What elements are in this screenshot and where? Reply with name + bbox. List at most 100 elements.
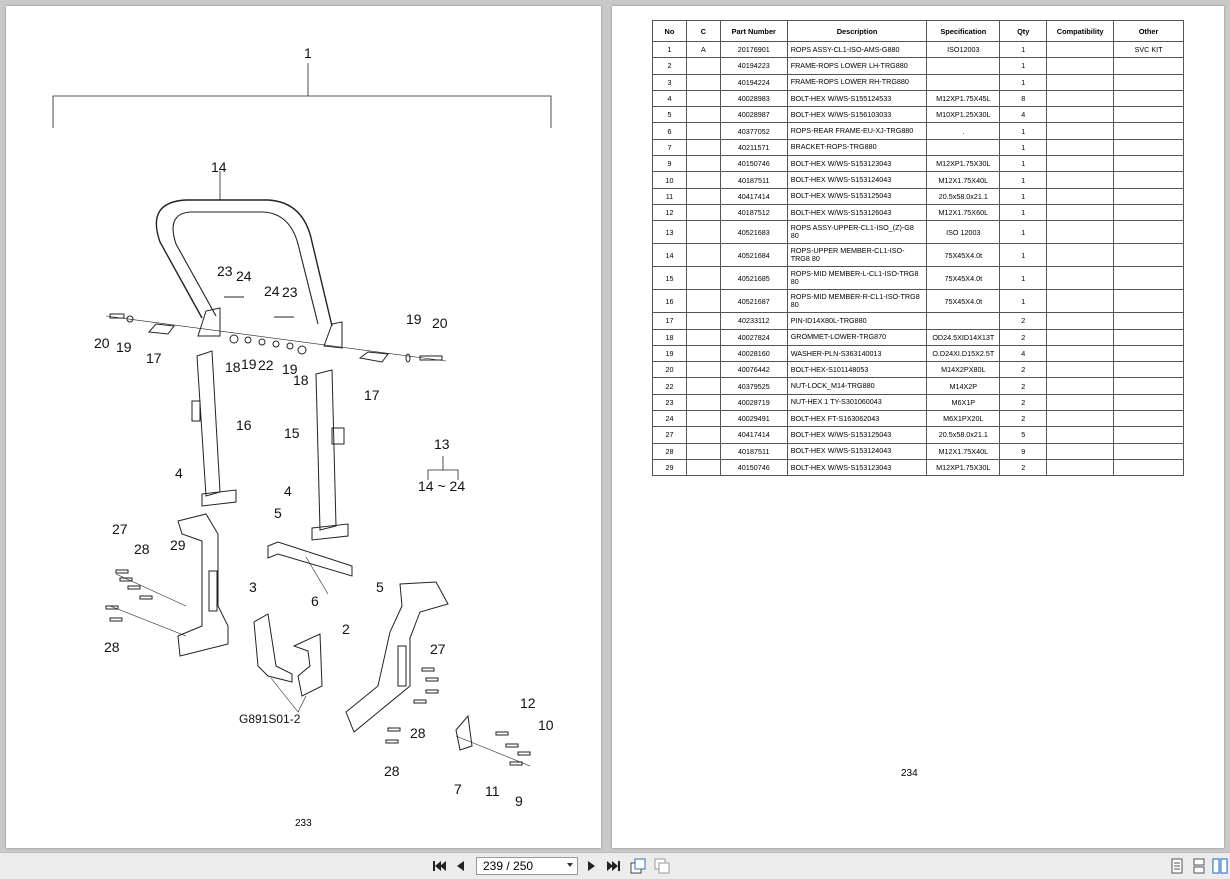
two-page-icon[interactable] [1212, 858, 1228, 874]
cell-spec: 75X45X4.0t [926, 243, 1001, 268]
callout-14: 14 [211, 159, 227, 175]
cell-compat [1046, 40, 1115, 59]
cell-other [1113, 89, 1184, 108]
callout-9: 9 [515, 793, 523, 809]
cell-qty: 1 [999, 155, 1048, 173]
cell-spec: 20.5x58.0x21.1 [926, 187, 1001, 205]
cell-other [1113, 289, 1184, 314]
cell-spec: M14X2PX80L [926, 361, 1001, 379]
cell-desc: BOLT-HEX W/WS-S156103033 [786, 106, 928, 124]
cell-spec: M6X1P [926, 393, 1001, 412]
cell-no: 7 [652, 138, 687, 157]
cell-spec: ISO 12003 [926, 220, 1001, 245]
callout-10: 10 [538, 717, 554, 733]
cell-other [1113, 57, 1184, 75]
cell-c [685, 344, 721, 363]
page-number-select[interactable]: 239 / 250 [476, 857, 578, 875]
callout-23: 23 [217, 263, 233, 279]
cell-spec [926, 138, 1001, 157]
callout-28: 28 [104, 639, 120, 655]
cell-other [1113, 220, 1184, 245]
cell-no: 16 [652, 289, 687, 314]
cell-spec [926, 312, 1001, 330]
cell-pn: 40233112 [719, 312, 788, 330]
callout-18: 18 [225, 359, 241, 375]
cell-qty: 1 [999, 73, 1048, 91]
callout-27: 27 [430, 641, 446, 657]
cell-pn: 40028719 [719, 393, 788, 412]
cell-c [685, 426, 721, 444]
cell-no: 14 [652, 243, 687, 268]
cell-c [685, 312, 721, 330]
cell-compat [1046, 442, 1115, 460]
drawing-reference: G891S01-2 [239, 712, 301, 726]
callout-17: 17 [364, 387, 380, 403]
cell-compat [1046, 89, 1115, 108]
callout-5: 5 [376, 579, 384, 595]
page-number-left: 233 [295, 818, 312, 829]
cell-spec: M14X2P [926, 377, 1001, 395]
cell-c [685, 203, 721, 222]
cell-compat [1046, 57, 1115, 75]
cell-no: 9 [652, 155, 687, 173]
cell-pn: 40211571 [719, 138, 788, 157]
cell-other [1113, 442, 1184, 460]
cell-other [1113, 377, 1184, 395]
cell-desc: FRAME-ROPS LOWER LH-TRG880 [786, 57, 928, 75]
first-page-icon[interactable] [432, 858, 446, 874]
cell-desc: ROPS-UPPER MEMBER-CL1-ISO-TRG8 80 [786, 243, 928, 268]
prev-page-icon[interactable] [455, 858, 465, 874]
cell-c [685, 393, 721, 412]
cell-c [685, 442, 721, 460]
cell-no: 11 [652, 187, 687, 205]
continuous-icon[interactable] [1193, 858, 1205, 874]
cell-desc: BRACKET-ROPS-TRG880 [786, 138, 928, 157]
cell-compat [1046, 106, 1115, 124]
cell-qty: 2 [999, 458, 1048, 477]
cell-other [1113, 122, 1184, 140]
cell-compat [1046, 203, 1115, 222]
cell-other [1113, 155, 1184, 173]
cell-pn: 40377052 [719, 122, 788, 140]
cell-no: 20 [652, 361, 687, 379]
single-page-icon[interactable] [1171, 858, 1183, 874]
fit-icon[interactable] [654, 858, 670, 874]
cell-other [1113, 410, 1184, 428]
callout-1: 1 [304, 45, 312, 61]
cell-pn: 40187512 [719, 203, 788, 222]
callout-24: 24 [264, 283, 280, 299]
cell-pn: 40029491 [719, 410, 788, 428]
cell-spec: OD24.5XID14X13T [926, 328, 1001, 346]
rotate-icon[interactable] [630, 858, 646, 874]
cell-desc: WASHER-PLN-S363140013 [786, 344, 928, 363]
cell-compat [1046, 171, 1115, 189]
callout-14-24: 14 ~ 24 [418, 478, 465, 494]
next-page-icon[interactable] [587, 858, 597, 874]
cell-spec [926, 57, 1001, 75]
cell-qty: 8 [999, 89, 1048, 108]
cell-c [685, 220, 721, 245]
cell-desc: NUT-HEX 1 TY-S301060043 [786, 393, 928, 412]
cell-qty: 2 [999, 361, 1048, 379]
last-page-icon[interactable] [607, 858, 621, 874]
cell-other [1113, 73, 1184, 91]
cell-desc: BOLT-HEX W/WS-S153124043 [786, 171, 928, 189]
cell-compat [1046, 312, 1115, 330]
cell-compat [1046, 138, 1115, 157]
cell-spec: O.D24XI.D15X2.5T [926, 344, 1001, 363]
cell-other [1113, 187, 1184, 205]
callout-22: 22 [258, 357, 274, 373]
cell-qty: 1 [999, 203, 1048, 222]
callout-19: 19 [116, 339, 132, 355]
